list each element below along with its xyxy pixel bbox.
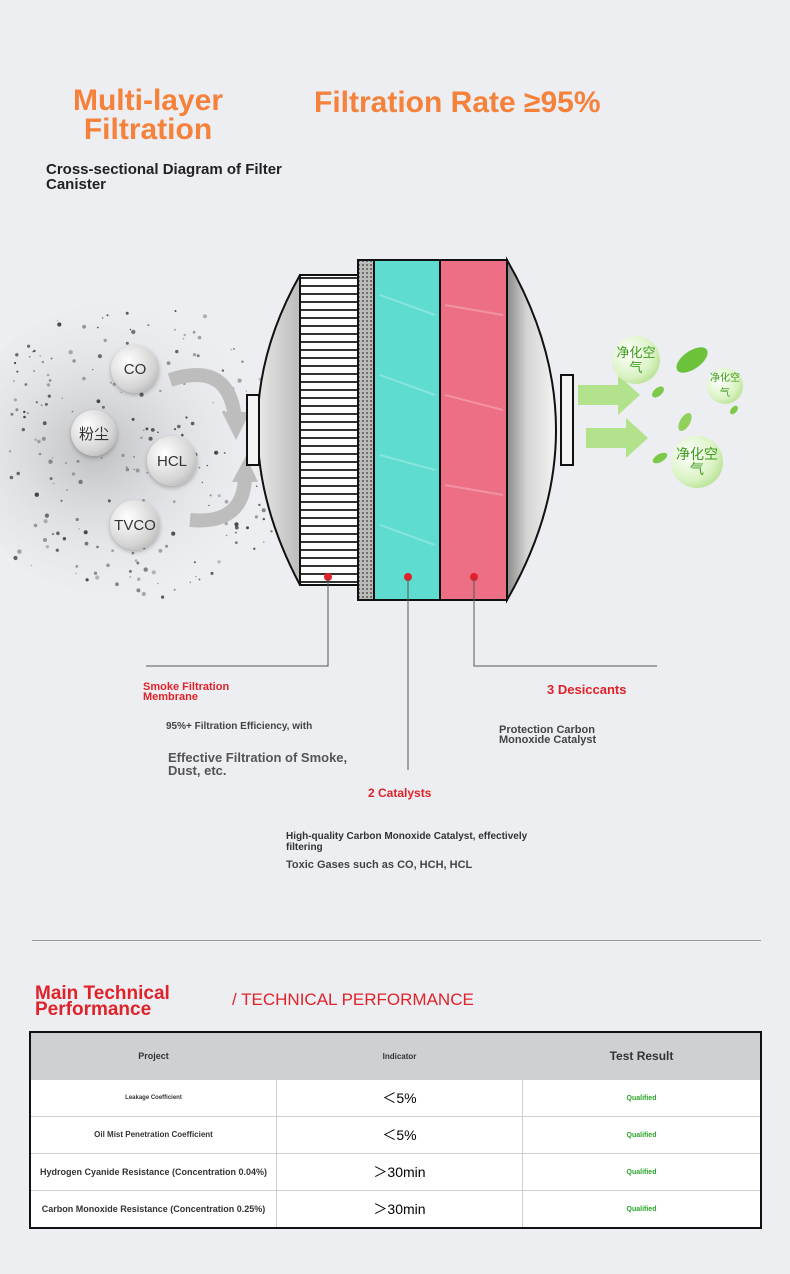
membrane-title: Smoke Filtration Membrane xyxy=(143,681,230,703)
header-indicator: Indicator xyxy=(276,1031,523,1080)
header-project: Project xyxy=(29,1031,277,1080)
filtration-rate: Filtration Rate ≥95% xyxy=(314,86,601,119)
row-project: Hydrogen Cyanide Resistance (Concentrati… xyxy=(29,1153,277,1191)
desiccant-desc: Protection Carbon Monoxide Catalyst xyxy=(499,724,597,746)
membrane-desc-1: 95%+ Filtration Efficiency, with xyxy=(166,721,313,732)
diagram-subtitle: Cross-sectional Diagram of Filter Canist… xyxy=(46,161,282,193)
pollutant-label: CO xyxy=(123,360,147,378)
table-row: Oil Mist Penetration Coefficient ＜5% Qua… xyxy=(29,1116,762,1154)
membrane-desc-2: Effective Filtration of Smoke, Dust, etc… xyxy=(168,750,348,778)
tech-performance-table: Project Indicator Test Result Leakage Co… xyxy=(29,1031,762,1229)
catalyst-desc-1: High-quality Carbon Monoxide Catalyst, e… xyxy=(286,831,528,853)
clean-air-bubble: 净化空气 xyxy=(612,336,660,384)
leader-lines xyxy=(146,578,657,770)
desiccant-title: 3 Desiccants xyxy=(547,682,627,697)
clean-air-arrows-icon xyxy=(578,375,648,458)
pollutant-tvco-bubble: TVCO xyxy=(110,500,160,550)
row-indicator: ＜5% xyxy=(276,1116,523,1154)
catalyst-title: 2 Catalysts xyxy=(368,786,432,800)
clean-air-bubble: 净化空气 xyxy=(707,368,743,404)
pollutant-label: HCL xyxy=(156,452,187,470)
clean-air-bubble: 净化空气 xyxy=(671,436,723,488)
row-project: Carbon Monoxide Resistance (Concentratio… xyxy=(29,1190,277,1229)
clean-air-label: 净化空气 xyxy=(710,373,740,399)
intake-arrows-icon xyxy=(167,368,258,528)
row-indicator: ＜5% xyxy=(276,1079,523,1117)
tech-title: Main Technical Performance xyxy=(35,983,170,1020)
pollutant-label: 粉尘 xyxy=(78,425,109,443)
table-row: Carbon Monoxide Resistance (Concentratio… xyxy=(29,1190,762,1229)
table-row: Hydrogen Cyanide Resistance (Concentrati… xyxy=(29,1153,762,1191)
row-result: Qualified xyxy=(522,1153,762,1191)
row-indicator: ＞30min xyxy=(276,1190,523,1229)
table-row: Leakage Coefficient ＜5% Qualified xyxy=(29,1079,762,1117)
header-test-result: Test Result xyxy=(522,1031,762,1080)
clean-air-label: 净化空气 xyxy=(616,345,656,375)
row-project: Oil Mist Penetration Coefficient xyxy=(29,1116,277,1154)
section-divider xyxy=(32,940,761,941)
table-header-row: Project Indicator Test Result xyxy=(29,1031,762,1080)
row-result: Qualified xyxy=(522,1116,762,1154)
row-project: Leakage Coefficient xyxy=(29,1079,277,1117)
clean-air-label: 净化空气 xyxy=(676,446,718,477)
leaf-icon xyxy=(652,347,738,464)
filter-canister-diagram xyxy=(246,256,574,604)
row-result: Qualified xyxy=(522,1190,762,1229)
catalyst-desc-2: Toxic Gases such as CO, HCH, HCL xyxy=(286,859,473,871)
tech-subtitle: / TECHNICAL PERFORMANCE xyxy=(232,990,474,1009)
headline-title: Multi-layer Filtration xyxy=(72,84,224,146)
pollutant-label: TVCO xyxy=(114,516,156,534)
pollutant-hcl-bubble: HCL xyxy=(147,436,197,486)
row-result: Qualified xyxy=(522,1079,762,1117)
pollutant-dust-bubble: 粉尘 xyxy=(71,410,117,456)
row-indicator: ＞30min xyxy=(276,1153,523,1191)
pollutant-co-bubble: CO xyxy=(111,345,159,393)
